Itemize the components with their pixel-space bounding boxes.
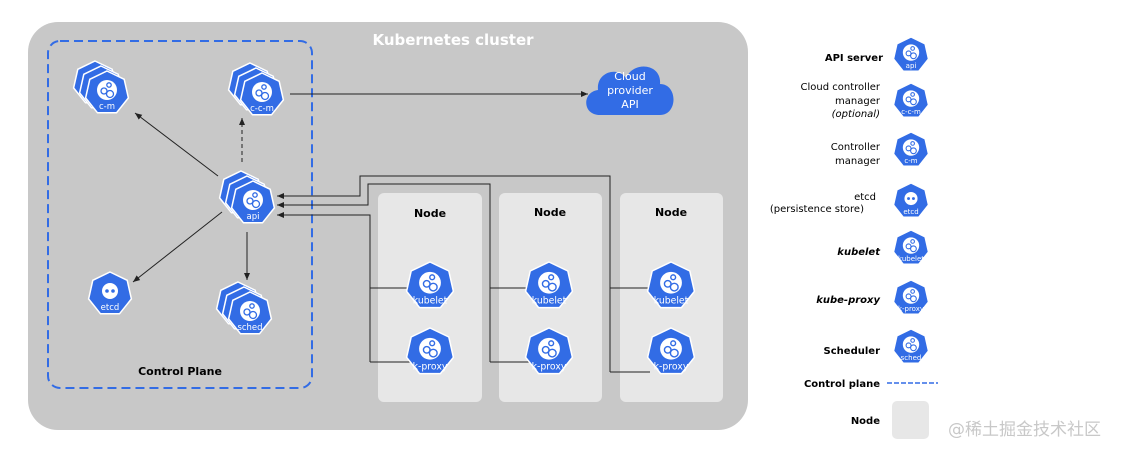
- svg-text:Cloud: Cloud: [614, 70, 645, 83]
- legend-api-label: api: [906, 62, 917, 70]
- control-plane-label: Control Plane: [138, 365, 222, 378]
- legend: API server Cloud controller manager (opt…: [770, 53, 938, 439]
- kubelet-label: kubelet: [413, 295, 448, 306]
- cloud-provider-api: Cloud provider API: [586, 66, 674, 115]
- controller-manager-icon: c-m: [72, 60, 130, 114]
- node-label-1: Node: [414, 207, 446, 220]
- node-label-3: Node: [655, 206, 687, 219]
- node2-to-api: [277, 183, 491, 362]
- api-server-icon: api: [218, 170, 276, 224]
- svg-text:(optional): (optional): [832, 109, 880, 120]
- kube-proxy-icon: k-proxy: [524, 327, 574, 375]
- cloud-controller-manager-icon: c-c-m: [227, 62, 285, 116]
- svg-text:provider: provider: [607, 84, 653, 97]
- legend-kubelet-label: kubelet: [898, 255, 924, 263]
- kube-proxy-label: k-proxy: [654, 361, 689, 372]
- watermark: @稀土掘金技术社区: [948, 420, 1101, 440]
- legend-proxy-label: k-proxy: [898, 305, 924, 313]
- legend-etcd-icon: etcd: [892, 182, 930, 218]
- scheduler-label: sched: [237, 323, 262, 333]
- legend-sched-icon: sched: [892, 328, 930, 364]
- svg-text:kubelet: kubelet: [837, 247, 881, 258]
- cluster-title: Kubernetes cluster: [372, 31, 534, 49]
- api-to-cm-arrow: [134, 112, 219, 177]
- kubelet-icon: kubelet: [524, 261, 574, 309]
- kube-proxy-label: k-proxy: [532, 361, 567, 372]
- svg-text:etcd: etcd: [854, 192, 876, 203]
- etcd-label: etcd: [101, 303, 120, 313]
- svg-text:manager: manager: [835, 156, 881, 167]
- legend-cm-icon: c-m: [892, 131, 930, 167]
- controller-manager-label: c-m: [99, 102, 115, 112]
- node-label-2: Node: [534, 206, 566, 219]
- legend-etcd-label: etcd: [903, 208, 918, 216]
- svg-text:(persistence store): (persistence store): [770, 204, 864, 215]
- svg-text:kube-proxy: kube-proxy: [816, 295, 880, 306]
- svg-text:API server: API server: [825, 53, 883, 64]
- svg-text:API: API: [621, 98, 638, 111]
- node3-to-api: [277, 175, 611, 372]
- kube-proxy-icon: k-proxy: [646, 327, 696, 375]
- kube-proxy-label: k-proxy: [413, 361, 448, 372]
- svg-text:manager: manager: [835, 96, 881, 107]
- etcd-icon: etcd: [87, 271, 133, 315]
- legend-ccm-label: c-c-m: [901, 108, 921, 116]
- legend-api-icon: api: [892, 36, 930, 72]
- kubelet-label: kubelet: [532, 295, 567, 306]
- svg-text:Node: Node: [851, 416, 880, 427]
- kubelet-label: kubelet: [654, 295, 689, 306]
- legend-node-swatch: [892, 401, 929, 439]
- scheduler-icon: sched: [215, 281, 273, 335]
- cloud-icon: [586, 66, 674, 115]
- legend-proxy-icon: k-proxy: [892, 279, 930, 315]
- legend-ccm-icon: c-c-m: [892, 82, 930, 118]
- svg-text:Control plane: Control plane: [804, 379, 880, 390]
- svg-text:Controller: Controller: [831, 142, 881, 153]
- connections: [132, 91, 650, 373]
- kubelet-icon: kubelet: [646, 261, 696, 309]
- cloud-controller-manager-label: c-c-m: [250, 104, 274, 114]
- svg-text:Scheduler: Scheduler: [824, 346, 881, 357]
- legend-kubelet-icon: kubelet: [892, 229, 930, 265]
- api-to-etcd-arrow: [132, 211, 223, 283]
- node1-to-api: [277, 212, 371, 362]
- api-server-label: api: [247, 212, 260, 222]
- legend-cm-label: c-m: [904, 157, 917, 165]
- svg-text:Cloud controller: Cloud controller: [801, 82, 881, 93]
- kube-proxy-icon: k-proxy: [405, 327, 455, 375]
- legend-sched-label: sched: [901, 354, 922, 362]
- kubelet-icon: kubelet: [405, 261, 455, 309]
